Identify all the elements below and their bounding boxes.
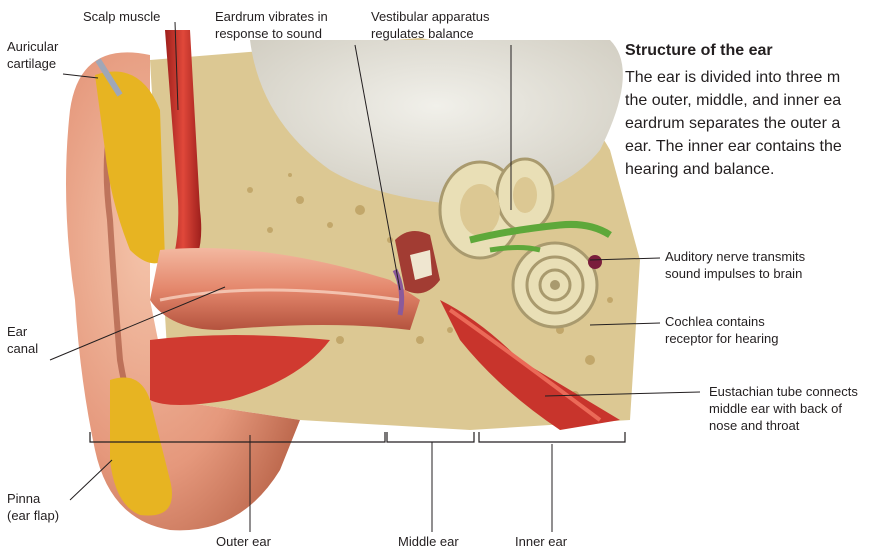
label-outer-ear: Outer ear (216, 533, 271, 550)
label-vestibular: Vestibular apparatus regulates balance (371, 8, 490, 42)
label-auricular-cartilage: Auricular cartilage (7, 38, 58, 72)
description-text: The ear is divided into three m the oute… (625, 66, 886, 181)
label-inner-ear: Inner ear (515, 533, 567, 550)
label-eustachian-tube: Eustachian tube connects middle ear with… (709, 383, 858, 434)
label-middle-ear: Middle ear (398, 533, 459, 550)
label-eardrum: Eardrum vibrates in response to sound (215, 8, 328, 42)
label-cochlea: Cochlea contains receptor for hearing (665, 313, 778, 347)
section-heading: Structure of the ear (625, 41, 773, 61)
label-auditory-nerve: Auditory nerve transmits sound impulses … (665, 248, 805, 282)
label-pinna: Pinna (ear flap) (7, 490, 59, 524)
label-scalp-muscle: Scalp muscle (83, 8, 160, 25)
cochlea (513, 243, 597, 327)
label-ear-canal: Ear canal (7, 323, 38, 357)
